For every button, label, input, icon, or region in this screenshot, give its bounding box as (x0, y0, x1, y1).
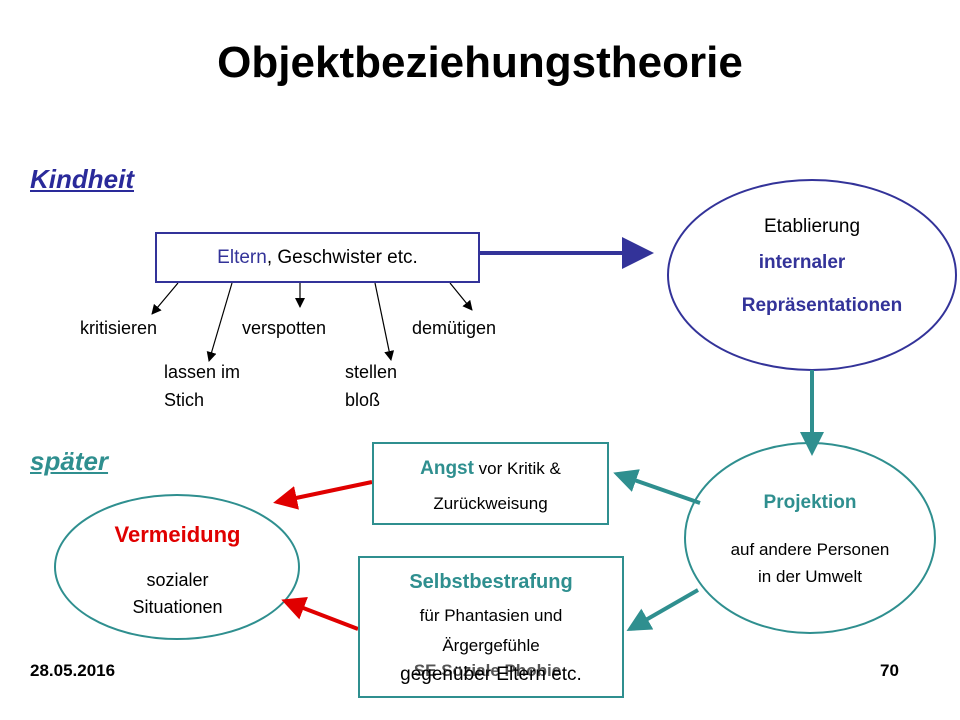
parents-box: Eltern, Geschwister etc. (155, 232, 480, 283)
section-later: später (30, 446, 109, 476)
fear-line2: Zurückweisung (433, 494, 548, 513)
parents-label: Eltern, Geschwister etc. (157, 247, 478, 269)
avoidance-line2: Situationen (132, 597, 223, 617)
action-mock: verspotten (242, 318, 327, 338)
action-abandon-line1: lassen im (164, 362, 241, 382)
projection-ellipse (684, 442, 936, 634)
avoidance-ellipse (54, 494, 300, 640)
action-humiliate: demütigen (412, 318, 497, 338)
arrow-selfpunish-to-avoidance (281, 596, 359, 631)
fear-title: Angst (420, 458, 474, 479)
parents-emph: Eltern (217, 247, 267, 268)
action-criticize: kritisieren (80, 318, 158, 338)
avoidance-title: Vermeidung (114, 522, 241, 547)
fear-line1: Angst vor Kritik & (374, 458, 607, 480)
action-expose-line2: bloß (345, 390, 381, 410)
establishment-line2: internaler (758, 252, 846, 273)
action-expose-line1: stellen (345, 362, 398, 382)
arrow-projection-to-selfpunish (626, 588, 699, 631)
page-title: Objektbeziehungstheorie (217, 38, 743, 87)
self-punishment-line2: Ärgergefühle (442, 636, 540, 655)
footer-page: 70 (880, 661, 899, 680)
self-punishment-title: Selbstbestrafung (409, 571, 573, 593)
arrow-projection-to-fear (613, 469, 701, 505)
self-punishment-box: Selbstbestrafung für Phantasien und Ärge… (358, 556, 624, 698)
projection-title: Projektion (763, 492, 857, 513)
fear-box: Angst vor Kritik & Zurückweisung (372, 442, 609, 525)
footer-date: 28.05.2016 (30, 661, 116, 680)
parents-rest: , Geschwister etc. (266, 247, 418, 268)
self-punishment-line1: für Phantasien und (419, 606, 563, 625)
arrow-fear-to-avoidance (273, 480, 373, 510)
establishment-line3: Repräsentationen (741, 295, 903, 316)
establishment-line1: Etablierung (763, 216, 861, 237)
section-childhood: Kindheit (30, 164, 134, 194)
projection-line1: auf andere Personen (730, 540, 890, 559)
projection-line2: in der Umwelt (758, 567, 862, 586)
arrow-criticize (151, 282, 179, 315)
fear-rest: vor Kritik & (473, 459, 561, 478)
action-abandon-line2: Stich (164, 390, 205, 410)
arrow-abandon (206, 282, 233, 362)
avoidance-line1: sozialer (146, 570, 209, 590)
arrow-expose (374, 282, 395, 361)
establishment-ellipse (667, 179, 957, 371)
self-punishment-line3: gegenüber Eltern etc. (400, 664, 582, 685)
arrow-humiliate (449, 282, 473, 311)
footer-center: SE Soziale Phobie (413, 661, 562, 680)
